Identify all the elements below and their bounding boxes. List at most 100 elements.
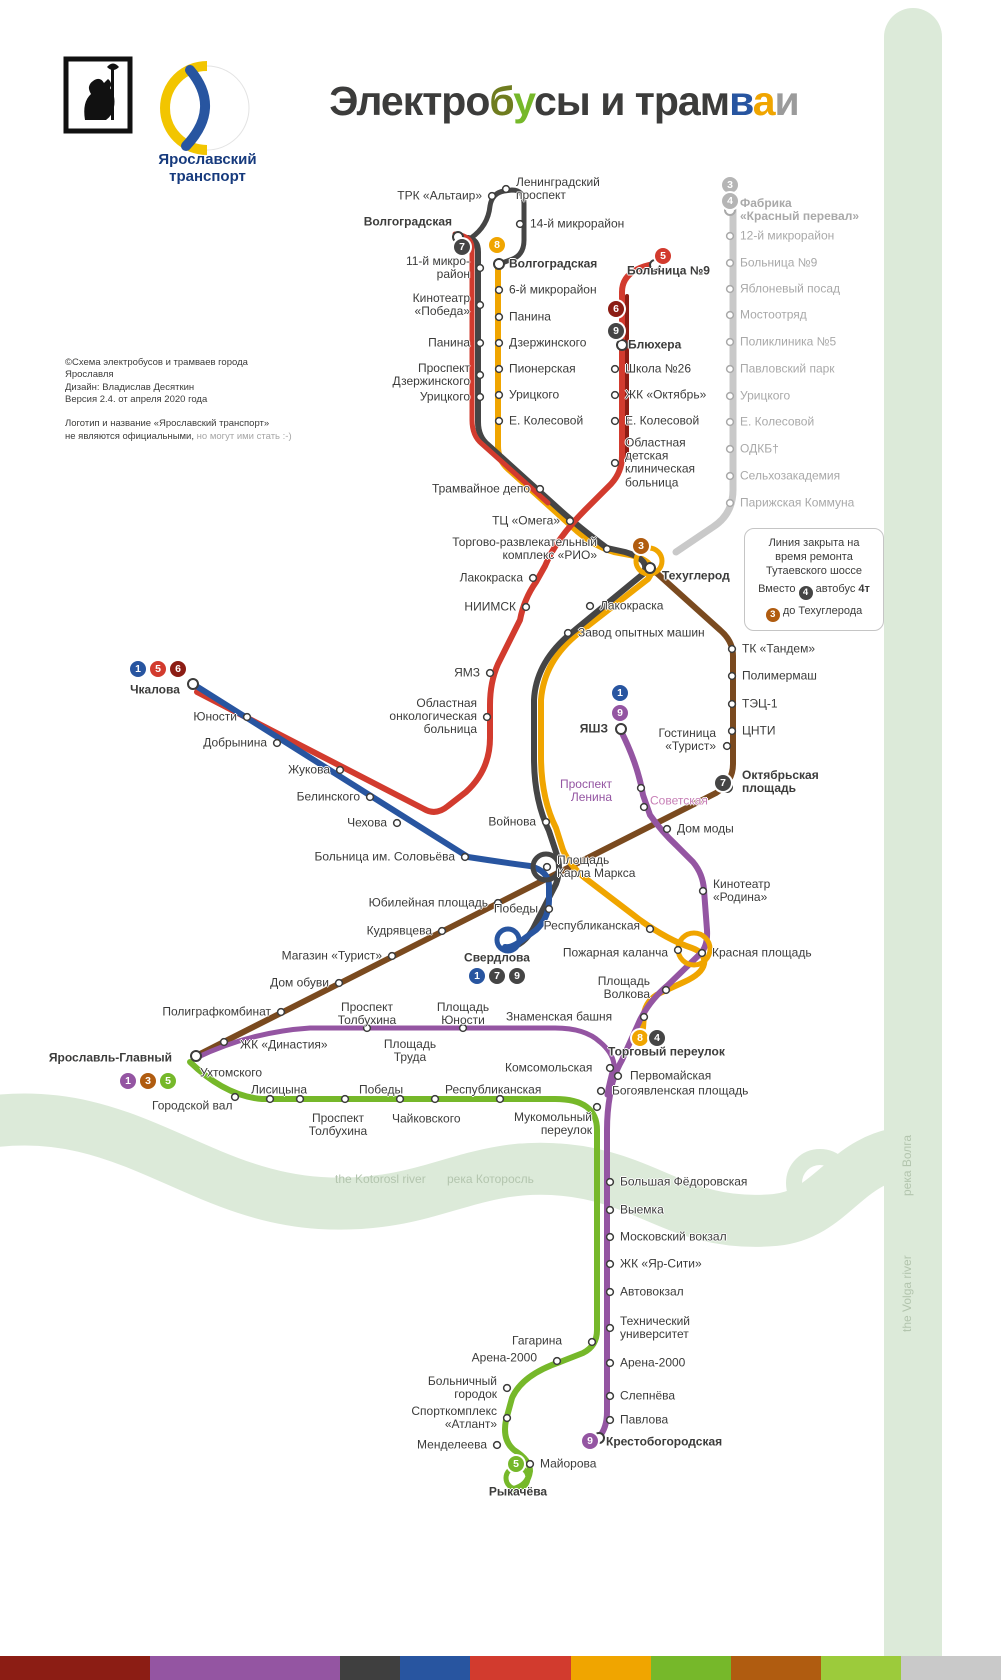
station-label: Площадь Труда [383, 1036, 437, 1064]
station-label: Лисицына [251, 1082, 308, 1097]
route-badge-5: 5 [160, 1073, 176, 1089]
bear-icon [84, 78, 115, 120]
station-dot [605, 1232, 615, 1242]
station-dot [494, 285, 504, 295]
route-badge-6: 6 [608, 301, 624, 317]
title-letter: и [774, 78, 800, 124]
station-dot [335, 765, 345, 775]
station-dot [605, 1323, 615, 1333]
title-letter: трам [634, 78, 730, 124]
credits-line-2: Дизайн: Владислав Десяткин [65, 381, 195, 393]
station-dot [697, 948, 707, 958]
route-color-segment [570, 1656, 651, 1680]
station-dot [727, 671, 737, 681]
station-label: Городской вал [152, 1098, 233, 1113]
station-label: Волгоградская [509, 256, 598, 271]
route-badge-1: 1 [120, 1073, 136, 1089]
route-badge-5: 5 [508, 1456, 524, 1472]
station-dot [521, 602, 531, 612]
station-label: Сельхозакадемия [740, 468, 841, 483]
station-label: Республиканская [543, 918, 640, 933]
station-label: Техуглерод [662, 568, 730, 583]
title-letter: б [489, 78, 514, 124]
station-label: Школа №26 [625, 361, 692, 376]
station-label: Завод опытных машин [578, 625, 705, 640]
station-label: Лакокраска [459, 570, 523, 585]
station-dot [392, 818, 402, 828]
station-dot [725, 364, 735, 374]
station-label: Полимермаш [742, 668, 817, 683]
title-letter: в [729, 78, 754, 124]
station-label: Е. Колесовой [625, 413, 700, 428]
station-dot [613, 1071, 623, 1081]
route-color-segment [730, 1656, 821, 1680]
station-dot [636, 783, 646, 793]
station-label: Панина [428, 335, 470, 350]
station-dot [725, 258, 735, 268]
title-letter: сы [533, 78, 591, 124]
station-label: Чехова [347, 815, 387, 830]
station-label: Менделеева [417, 1437, 487, 1452]
station-label: Богоявленская площадь [612, 1083, 749, 1098]
station-label: Победы [493, 901, 538, 916]
station-label: Магазин «Турист» [281, 948, 382, 963]
closure-notice-text: Линия закрыта на время ремонта Тутаевско… [765, 537, 863, 577]
credits-note-line2: не являются официальными, но могут ими с… [65, 431, 295, 443]
station-dot [602, 544, 612, 554]
station-dot [727, 644, 737, 654]
closed-line [672, 182, 737, 556]
closure-route3-row: 3 до Техуглерода [751, 605, 877, 623]
route-badge-9: 9 [509, 968, 525, 984]
station-dot [565, 516, 575, 526]
route-badge-1: 1 [130, 661, 146, 677]
route-color-segment [650, 1656, 731, 1680]
station-label: Мукомольный переулок [513, 1109, 592, 1137]
title-letter: Электро [329, 78, 490, 124]
closure-row1-bus: 4т [858, 583, 870, 596]
station-label: Юности [193, 709, 237, 724]
credits-note-gray: но могут ими стать :-) [194, 430, 292, 442]
station-label: Автовокзал [620, 1284, 684, 1299]
route-badge-5: 5 [150, 661, 166, 677]
station-dot [494, 312, 504, 322]
station-dot [605, 1415, 615, 1425]
station-label: Ленинградский проспект [516, 174, 600, 202]
station-label: Поликлиника №5 [740, 334, 837, 349]
station-label: 11-й микро- район [405, 253, 470, 281]
station-dot [725, 444, 735, 454]
station-dot [725, 310, 735, 320]
station-label: Чкалова [130, 682, 180, 697]
closure-row2-text: до Техуглерода [782, 605, 863, 618]
route-5-red [194, 261, 657, 815]
station-dot [265, 1094, 275, 1104]
kotorosl-river [0, 1093, 939, 1247]
station-dot [495, 1094, 505, 1104]
station-dot [475, 370, 485, 380]
station-dot [494, 390, 504, 400]
route-badge-3: 3 [633, 538, 649, 554]
credits-note-black: не являются официальными, [65, 430, 195, 442]
station-label: Спорткомплекс «Атлант» [411, 1403, 497, 1431]
station-dot [494, 338, 504, 348]
station-dot [528, 573, 538, 583]
station-dot [605, 1391, 615, 1401]
station-label: Технический университет [620, 1313, 690, 1341]
station-label: Знаменская башня [506, 1009, 613, 1024]
credits-note: Логотип и название «Ярославский транспор… [65, 418, 295, 443]
station-label: Урицкого [419, 389, 470, 404]
station-dot [460, 852, 470, 862]
station-dot [639, 1012, 649, 1022]
station-label: Панина [509, 309, 551, 324]
route-color-segment [340, 1656, 401, 1680]
station-label: Мостоотряд [740, 307, 807, 322]
station-label: Парижская Коммуна [740, 495, 855, 510]
route-badge-4: 4 [649, 1030, 665, 1046]
station-label: Первомайская [630, 1068, 712, 1083]
station-label: Торговый переулок [608, 1044, 725, 1059]
station-label: Советская [650, 793, 708, 808]
station-label: Волгоградская [363, 214, 452, 229]
route-1t-purple [193, 1025, 617, 1098]
station-label: Больница им. Соловьёва [314, 849, 455, 864]
